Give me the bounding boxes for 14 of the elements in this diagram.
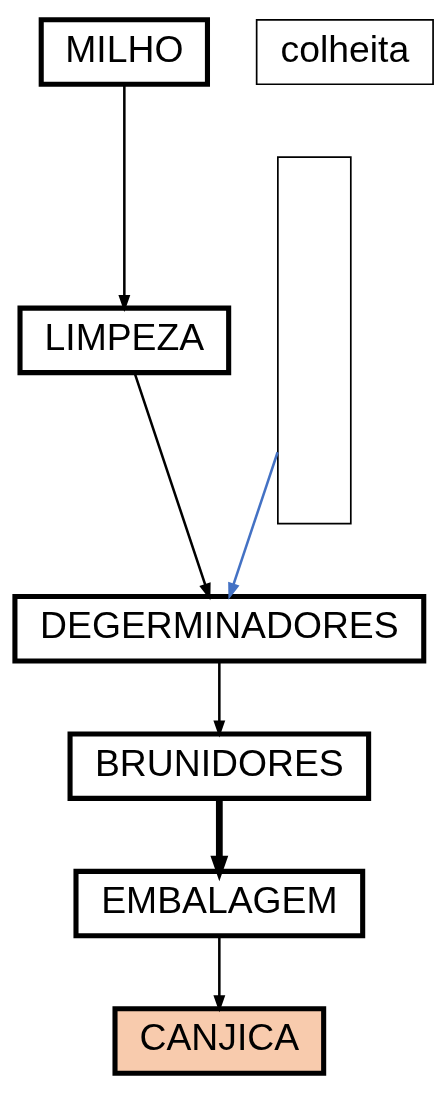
node-box: EMBALAGEM [73, 868, 366, 939]
arrow [210, 798, 229, 882]
node-box: DEGERMINADORES [12, 594, 427, 664]
node-box: CANJICA [112, 1006, 327, 1076]
arrow [213, 936, 226, 1013]
node-box: BRUNIDORES [67, 731, 372, 801]
arrow [133, 372, 211, 601]
arrow [118, 84, 131, 312]
node-box [277, 156, 352, 525]
node-box: LIMPEZA [17, 305, 232, 376]
arrow [213, 661, 226, 738]
node-box: MILHO [38, 17, 210, 87]
node-box: colheita [255, 18, 434, 86]
arrow [228, 451, 279, 600]
